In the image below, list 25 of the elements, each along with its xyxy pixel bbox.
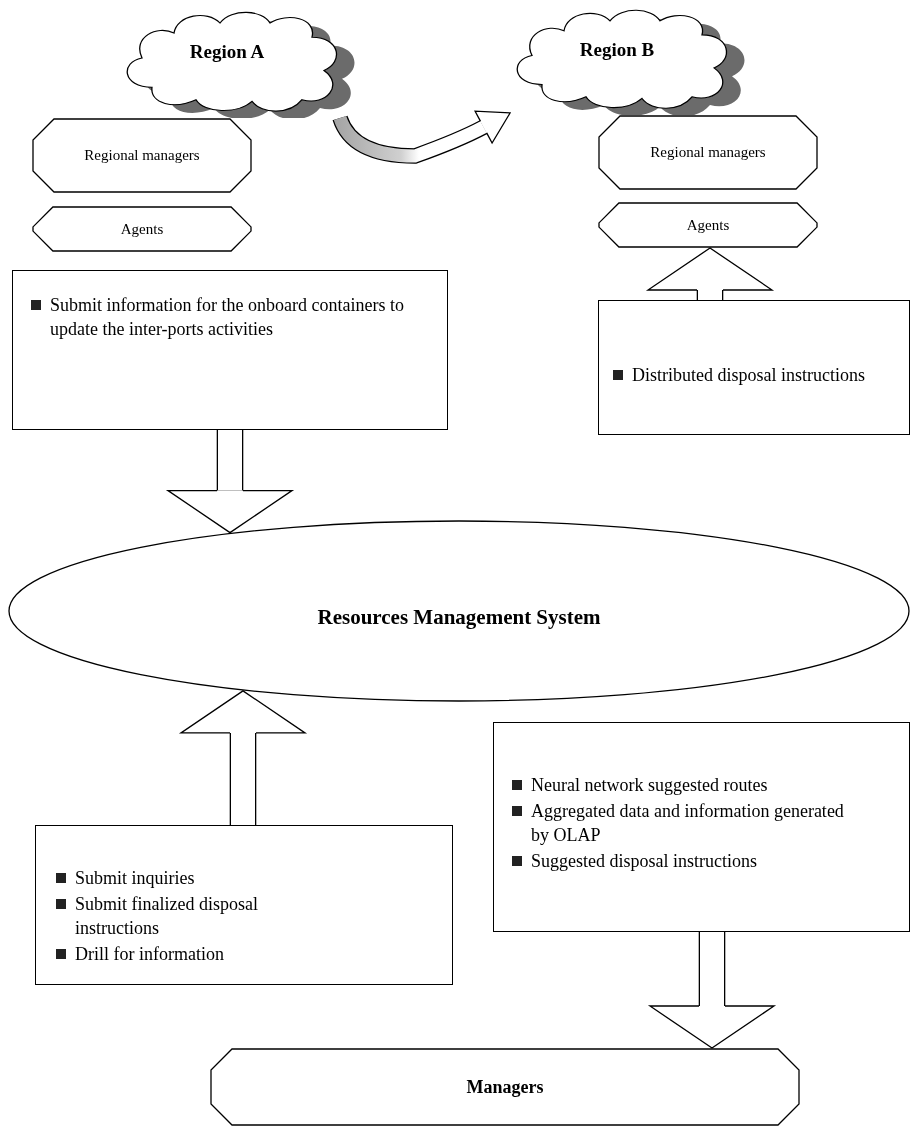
- callout-box: [493, 722, 910, 932]
- bullet-text: Neural network suggested routes: [531, 774, 768, 797]
- bullet-text: Drill for information: [75, 943, 224, 966]
- bullet-text: Submit finalized disposal instructions: [75, 893, 259, 940]
- box-label: Agents: [120, 219, 164, 239]
- octagon-box: [32, 206, 252, 252]
- box-label: Regional managers: [650, 143, 766, 163]
- callout-box: [12, 270, 448, 430]
- bullet-text: Submit inquiries: [75, 867, 195, 890]
- bullet-text: Submit information for the onboard containers to update the inter-ports activities: [50, 294, 405, 341]
- box-label: Managers: [466, 1075, 544, 1099]
- region-label: Region B: [579, 38, 655, 62]
- region-label: Region A: [189, 40, 265, 64]
- octagon-box: [598, 115, 818, 190]
- callout-box: [598, 300, 910, 435]
- octagon-box: [32, 118, 252, 193]
- callout-box: [35, 825, 453, 985]
- system-ellipse: [8, 520, 910, 702]
- bullet-text: Suggested disposal instructions: [531, 850, 757, 873]
- box-label: Regional managers: [84, 146, 200, 166]
- system-label: Resources Management System: [317, 604, 601, 631]
- octagon-box: [598, 202, 818, 248]
- box-label: Agents: [686, 215, 730, 235]
- bullet-text: Aggregated data and information generated by OLAP: [531, 800, 845, 847]
- bullet-text: Distributed disposal instructions: [632, 364, 865, 387]
